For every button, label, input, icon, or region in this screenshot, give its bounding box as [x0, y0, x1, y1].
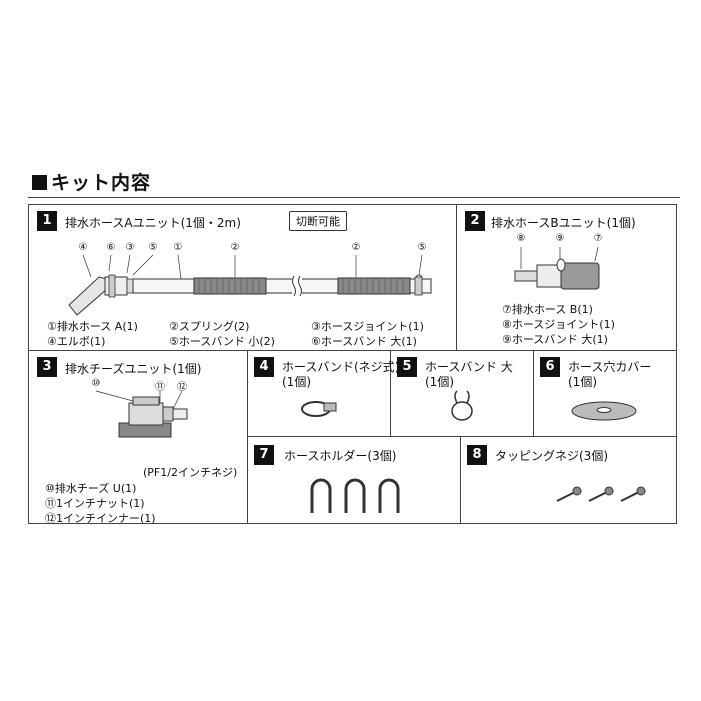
legend-item: ①排水ホース A(1) — [47, 320, 138, 333]
hose-b-drawing — [514, 246, 600, 290]
section-8: 8 タッピングネジ(3個) — [461, 437, 676, 523]
section-qty: (1個) — [568, 375, 597, 389]
section-3: 3 排水チーズユニット(1個) ⑩ ⑪ ⑫ (PF1/2インチネジ) ⑩排水チー… — [29, 351, 248, 525]
marker-12: ⑫ — [177, 382, 187, 393]
marker-2: ② — [230, 242, 240, 253]
section-title: ホースバンド(ネジ式) — [282, 360, 400, 374]
marker-7: ⑦ — [593, 233, 603, 244]
section-number: 6 — [540, 357, 560, 377]
section-number: 4 — [254, 357, 274, 377]
heading-rule — [28, 197, 680, 198]
marker-9: ⑨ — [555, 233, 565, 244]
section-5: 5 ホースバンド 大 (1個) — [391, 351, 534, 437]
legend-item: ④エルボ(1) — [47, 335, 106, 348]
legend-item: ⑫1インチインナー(1) — [45, 512, 156, 525]
section-title: タッピングネジ(3個) — [495, 449, 608, 463]
kit-contents-heading: キット内容 — [32, 168, 151, 195]
section-title: 排水チーズユニット(1個) — [65, 362, 202, 376]
square-bullet-icon — [32, 175, 47, 190]
section-4: 4 ホースバンド(ネジ式) (1個) — [248, 351, 399, 437]
legend-item: ③ホースジョイント(1) — [311, 320, 424, 333]
marker-10: ⑩ — [91, 378, 101, 389]
marker-5b: ⑤ — [417, 242, 427, 253]
section-qty: (1個) — [282, 375, 311, 389]
legend-item: ⑩排水チーズ U(1) — [45, 482, 137, 495]
section-number: 3 — [37, 357, 57, 377]
marker-4: ④ — [78, 242, 88, 253]
section-title: 排水ホースBユニット(1個) — [491, 216, 636, 230]
section-2: 2 排水ホースBユニット(1個) ⑧ ⑨ ⑦ ⑦排水ホース B(1) ⑧ホースジ… — [457, 205, 676, 351]
hose-a-drawing — [68, 254, 432, 316]
marker-3: ③ — [125, 242, 135, 253]
legend-item: ⑦排水ホース B(1) — [502, 303, 593, 316]
section-number: 5 — [397, 357, 417, 377]
kit-contents-grid: 1 排水ホースAユニット(1個・2m) 切断可能 ④ ⑥ ③ ⑤ ① ② ② ⑤ — [28, 204, 677, 525]
cuttable-badge: 切断可能 — [289, 211, 347, 231]
legend-item: ⑤ホースバンド 小(2) — [169, 335, 275, 348]
marker-5: ⑤ — [148, 242, 158, 253]
legend-item: ⑥ホースバンド 大(1) — [311, 335, 417, 348]
marker-6: ⑥ — [106, 242, 116, 253]
legend-item: ②スプリング(2) — [169, 320, 250, 333]
tee-drawing — [95, 390, 188, 438]
legend-item: ⑨ホースバンド 大(1) — [502, 333, 608, 346]
hose-band-large-drawing — [451, 390, 473, 421]
section-6: 6 ホース穴カバー (1個) — [534, 351, 676, 437]
hole-cover-drawing — [571, 401, 637, 421]
screw-band-drawing — [301, 401, 337, 417]
section-title: 排水ホースAユニット(1個・2m) — [65, 216, 241, 230]
thread-note: (PF1/2インチネジ) — [143, 466, 238, 479]
section-qty: (1個) — [425, 375, 454, 389]
tapping-screw-drawing — [556, 486, 646, 502]
legend-item: ⑪1インチナット(1) — [45, 497, 145, 510]
section-title: ホースバンド 大 — [425, 360, 513, 374]
section-number: 2 — [465, 211, 485, 231]
section-title: ホースホルダー(3個) — [284, 449, 397, 463]
section-number: 1 — [37, 211, 57, 231]
marker-11: ⑪ — [155, 382, 165, 393]
hose-holder-drawing — [310, 478, 400, 513]
section-number: 8 — [467, 445, 487, 465]
marker-8: ⑧ — [516, 233, 526, 244]
legend-item: ⑧ホースジョイント(1) — [502, 318, 615, 331]
section-1: 1 排水ホースAユニット(1個・2m) 切断可能 ④ ⑥ ③ ⑤ ① ② ② ⑤ — [29, 205, 457, 351]
section-number: 7 — [254, 445, 274, 465]
section-title: ホース穴カバー — [568, 360, 652, 374]
marker-2b: ② — [351, 242, 361, 253]
marker-1: ① — [173, 242, 183, 253]
section-7: 7 ホースホルダー(3個) — [248, 437, 461, 523]
